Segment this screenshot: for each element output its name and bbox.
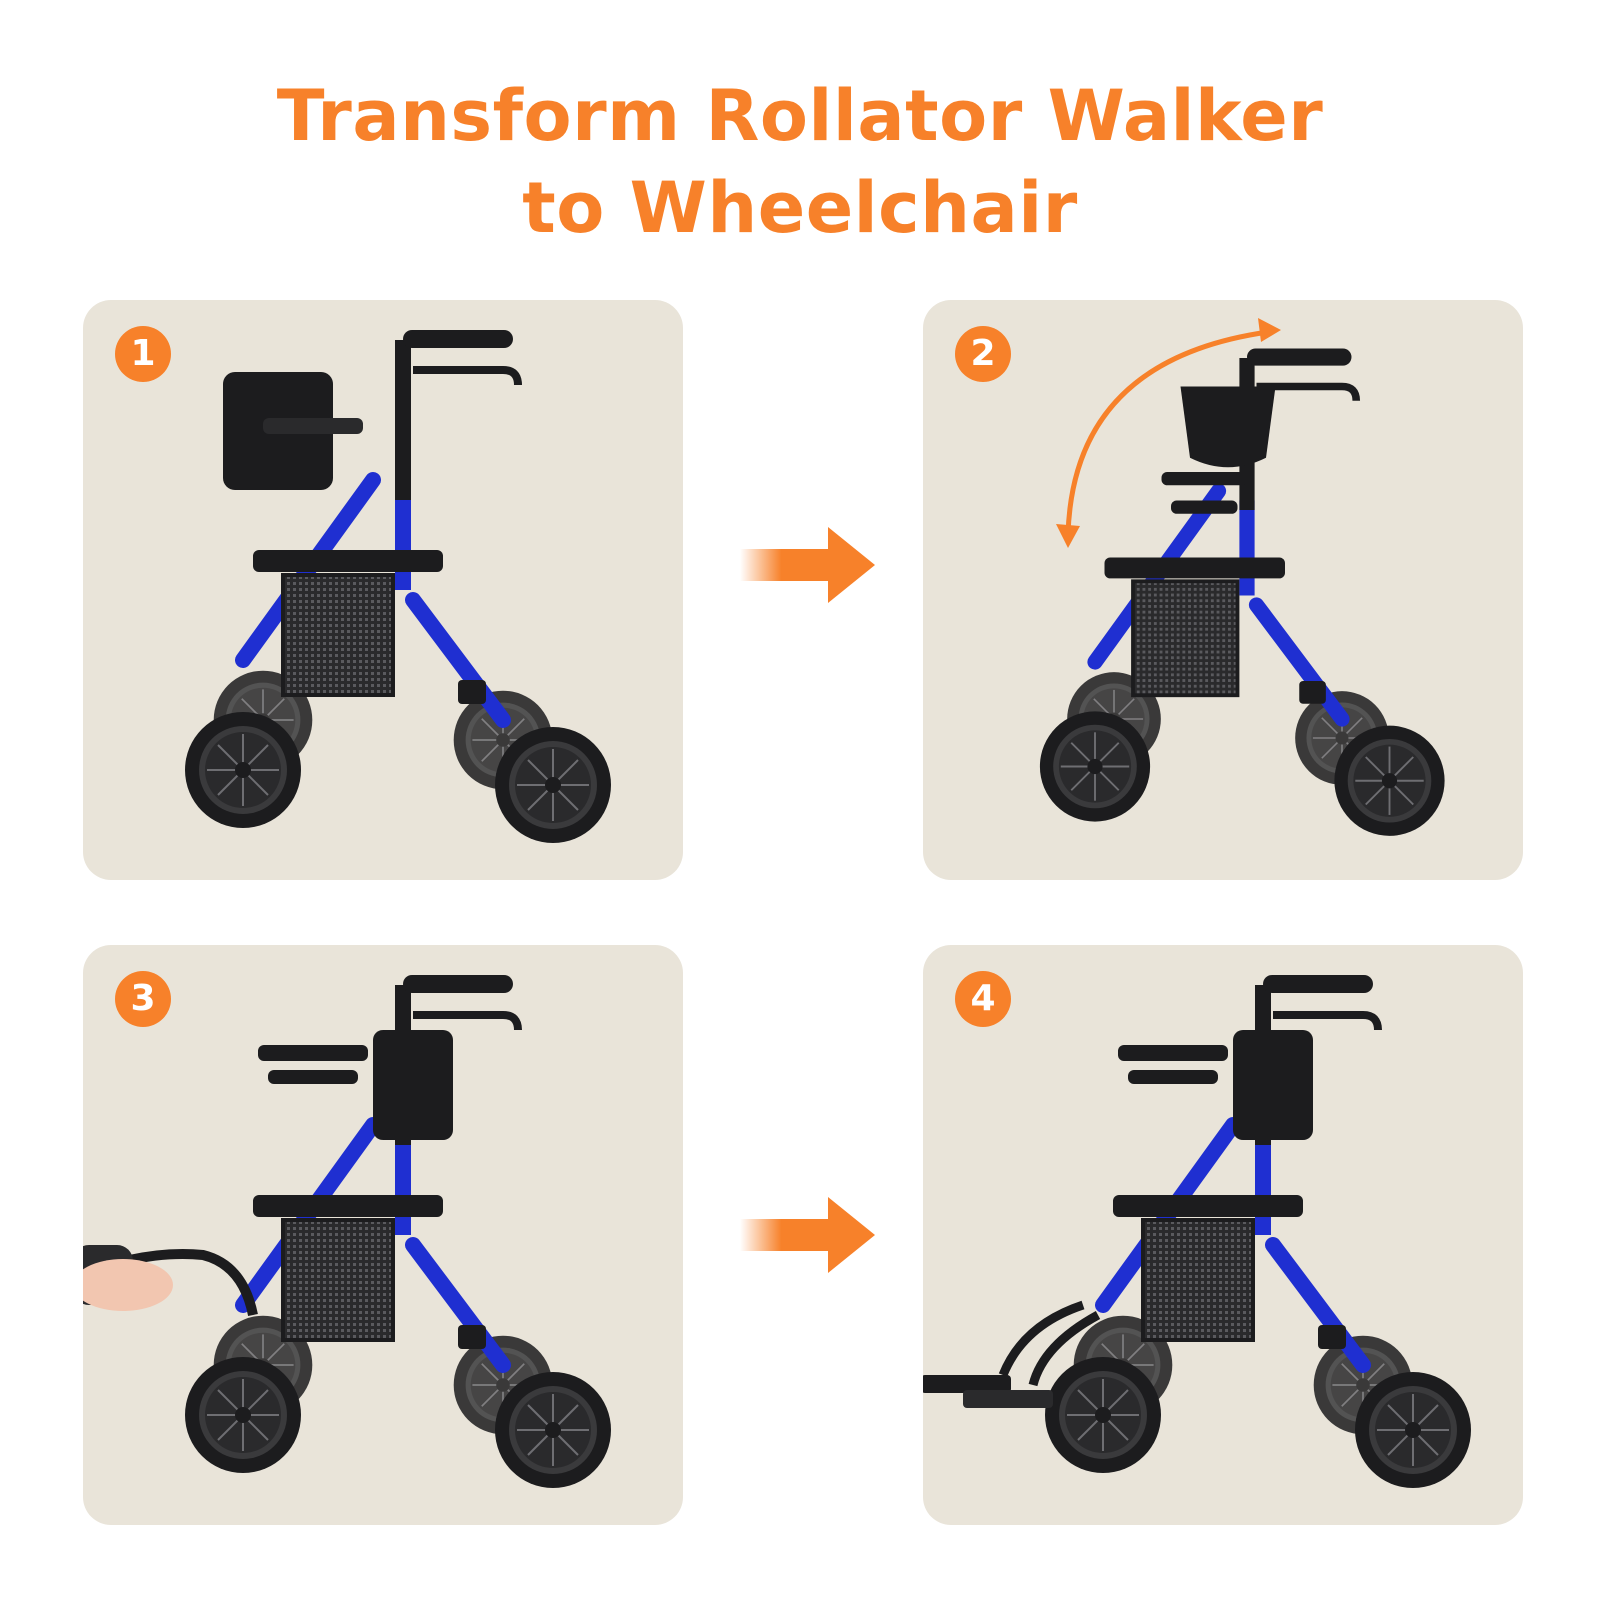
curved-double-arrow-icon	[1056, 318, 1281, 548]
rollator-walker-image	[923, 318, 1523, 880]
step-3-panel: 3	[83, 945, 683, 1525]
step-1-panel: 1	[83, 300, 683, 880]
rollator-walker-image	[83, 945, 683, 1525]
step-4-badge: 4	[955, 971, 1011, 1027]
step-2-panel: 2	[923, 300, 1523, 880]
title-line-2: to Wheelchair	[522, 167, 1078, 249]
rollator-walker-image	[83, 300, 683, 880]
title-line-1: Transform Rollator Walker	[276, 75, 1324, 157]
step-1-badge: 1	[115, 326, 171, 382]
page-title: Transform Rollator Walker to Wheelchair	[0, 70, 1600, 254]
rollator-walker-image	[923, 945, 1523, 1525]
step-2-badge: 2	[955, 326, 1011, 382]
step-4-panel: 4	[923, 945, 1523, 1525]
right-arrow-icon	[740, 1197, 875, 1273]
step-3-badge: 3	[115, 971, 171, 1027]
right-arrow-icon	[740, 527, 875, 603]
